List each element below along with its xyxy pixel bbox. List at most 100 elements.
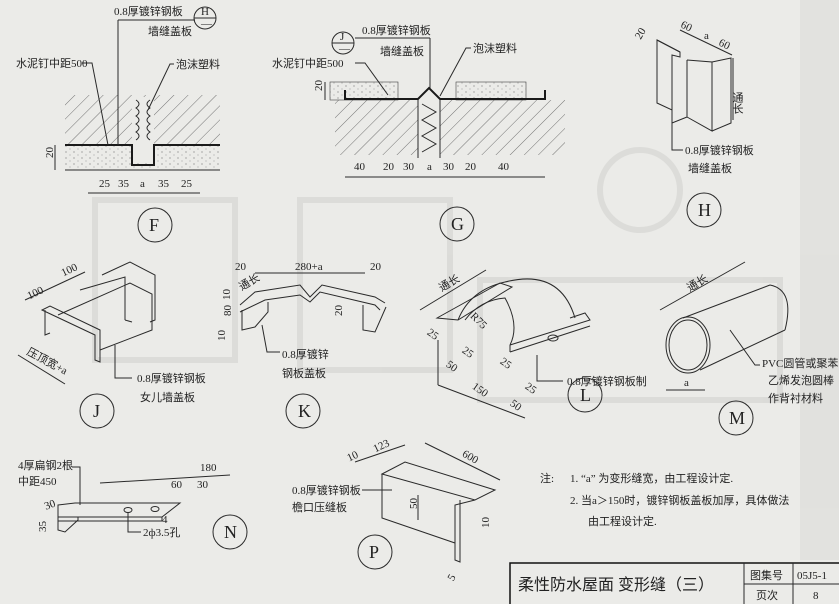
dim-row: 40 20 30 a 30 20 40: [354, 161, 510, 173]
detail-m: 通长 a PVC圆管或聚苯 乙烯发泡圆棒 作背衬材料 M: [659, 261, 838, 436]
dim: 60: [171, 479, 183, 491]
dim: 35: [118, 178, 130, 190]
ref-circle-top: H: [201, 6, 209, 18]
dim: 180: [200, 462, 217, 474]
detail-label-m: M: [729, 408, 745, 428]
detail-j: 100 100 压顶宽+a 0.8厚镀锌钢板 女儿墙盖板 J: [17, 261, 206, 429]
dim: 20: [235, 261, 247, 273]
dim-row: 25 35 a 35 25: [99, 178, 193, 190]
ref-circle-top: J: [340, 31, 345, 43]
label-material: PVC圆管或聚苯: [762, 356, 838, 370]
label-nail: 水泥钉中距500: [16, 57, 88, 70]
label-foam: 泡沫塑料: [473, 41, 517, 55]
dim: 280+a: [295, 261, 323, 273]
detail-n: 180 60 30 30 35 4 4厚扁钢2根 中距450 2ф3.5孔 N: [18, 458, 248, 550]
dim: 30: [43, 498, 58, 513]
dim: 50: [408, 498, 420, 510]
dim: 25: [460, 345, 476, 361]
dim: 30: [403, 161, 415, 173]
label-cover: 墙缝盖板: [148, 24, 192, 38]
dim: 30: [443, 161, 455, 173]
ref-circle-bottom: —: [338, 43, 351, 55]
dim: 25: [181, 178, 193, 190]
detail-label-p: P: [369, 542, 379, 562]
dim: 100: [25, 284, 45, 302]
detail-g: J — 0.8厚镀锌钢板 墙缝盖板 水泥钉中距500 泡沫塑料 20 40 20…: [272, 23, 565, 242]
dim: 100: [59, 261, 79, 279]
label-cover: 墙缝盖板: [688, 161, 732, 175]
dim: 600: [460, 448, 481, 467]
dim-vertical: 20: [44, 147, 56, 159]
label-plate: 0.8厚镀锌钢板: [292, 483, 361, 497]
dim: a: [140, 178, 145, 190]
atlas-label: 图集号: [750, 568, 783, 582]
dim: 123: [371, 437, 391, 455]
dim: 60: [717, 37, 732, 53]
dim-width: 压顶宽+a: [25, 344, 71, 377]
drawing-title: 柔性防水屋面 变形缝（三）: [518, 576, 714, 594]
detail-label-f: F: [149, 215, 159, 235]
detail-f: H — 0.8厚镀锌钢板 墙缝盖板 水泥钉中距500 泡沫塑料 20 25 35…: [16, 4, 220, 243]
dim: a: [704, 30, 709, 42]
label-plate: 0.8厚镀锌钢板: [362, 23, 431, 37]
label-nail: 水泥钉中距500: [272, 57, 344, 70]
dim: 35: [37, 521, 49, 533]
dim-length: 通长: [237, 271, 263, 293]
ref-circle-bottom: —: [200, 18, 213, 30]
label-spacing: 中距450: [18, 475, 57, 488]
detail-label-n: N: [224, 522, 237, 542]
detail-label-l: L: [580, 385, 591, 405]
detail-label-h: H: [698, 200, 711, 220]
label-cover: 钢板盖板: [282, 366, 326, 380]
dim: 5: [445, 572, 458, 583]
label-material: 乙烯发泡圆棒: [768, 373, 834, 387]
dim: 20: [633, 26, 649, 42]
label-holes: 2ф3.5孔: [143, 526, 180, 539]
label-plate: 0.8厚镀锌钢板: [685, 143, 754, 157]
note-1: 1. “a” 为变形缝宽，由工程设计定.: [570, 471, 733, 485]
note-2-cont: 由工程设计定.: [588, 514, 657, 528]
dim: 4: [162, 514, 168, 526]
dim: a: [427, 161, 432, 173]
label-cover: 檐口压缝板: [292, 500, 347, 514]
dim: 25: [425, 327, 441, 343]
detail-label-g: G: [451, 214, 464, 234]
dim: 60: [679, 19, 694, 35]
label-foam: 泡沫塑料: [176, 57, 220, 71]
detail-l: 通长 R75 25 25 50 150 25 25 50 0.8厚镀锌钢板制 L: [419, 269, 647, 419]
note-2: 2. 当a＞150时，镀锌钢板盖板加厚，具体做法: [570, 493, 789, 507]
dim: 20: [465, 161, 477, 173]
detail-p: 10 123 600 50 10 5 0.8厚镀锌钢板 檐口压缝板 P: [292, 437, 501, 583]
dim-vertical: 20: [313, 80, 325, 92]
dim: 40: [498, 161, 510, 173]
dim: 30: [197, 479, 209, 491]
detail-label-k: K: [298, 401, 311, 421]
label-plate: 0.8厚镀锌钢板制: [567, 374, 647, 388]
dim: 25: [498, 356, 514, 372]
label-steel: 4厚扁钢2根: [18, 458, 73, 472]
dim: 40: [354, 161, 366, 173]
label-plate: 0.8厚镀锌钢板: [114, 4, 183, 18]
atlas-number: 05J5-1: [797, 570, 827, 582]
background-ghost-marks: [92, 0, 839, 560]
label-material: 作背衬材料: [768, 391, 823, 405]
dim: 20: [370, 261, 382, 273]
dim: 25: [523, 381, 539, 397]
label-cover: 墙缝盖板: [380, 44, 424, 58]
dim-length: 通长: [731, 92, 744, 114]
dim: a: [684, 377, 689, 389]
dim: 20: [383, 161, 395, 173]
notes: 注: 1. “a” 为变形缝宽，由工程设计定. 2. 当a＞150时，镀锌钢板盖…: [540, 471, 789, 528]
dim: 10: [480, 517, 492, 529]
detail-label-j: J: [93, 401, 100, 421]
dim-length: 通长: [685, 272, 711, 294]
dim: 25: [99, 178, 111, 190]
label-plate: 0.8厚镀锌: [282, 347, 329, 361]
dim: 35: [158, 178, 170, 190]
detail-h: 60 a 60 20 通长 0.8厚镀锌钢板 墙缝盖板 H: [633, 19, 754, 228]
label-cover: 女儿墙盖板: [140, 390, 195, 404]
dim: 80: [222, 305, 234, 317]
page-number: 8: [813, 590, 819, 602]
